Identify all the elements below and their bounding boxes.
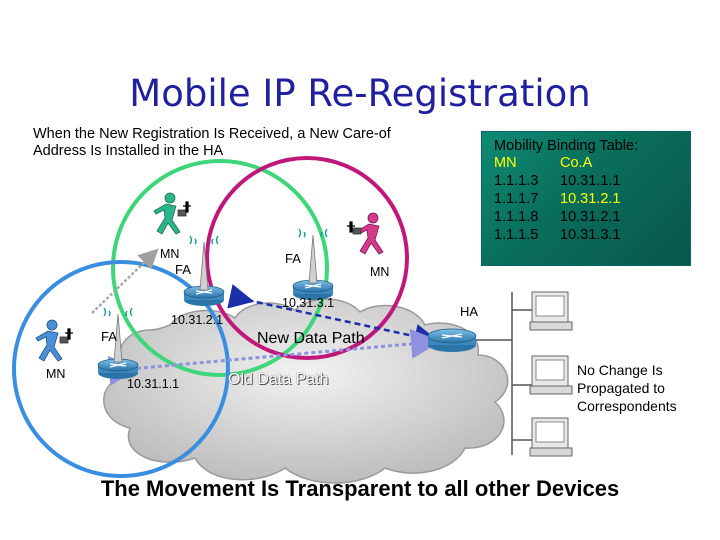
workstation-icon — [529, 417, 573, 457]
page-title: Mobile IP Re-Registration — [129, 72, 591, 115]
fa-left-label: FA — [101, 329, 117, 344]
table-cell: 1.1.1.3 — [494, 173, 539, 189]
binding-table-header: MN Co.A — [494, 155, 592, 171]
table-cell: 1.1.1.8 — [494, 209, 539, 225]
antenna-icon — [103, 307, 133, 363]
mn-green-label: MN — [160, 247, 180, 261]
antenna-icon — [189, 235, 219, 291]
header-coa: Co.A — [560, 155, 593, 171]
lan-bus — [476, 292, 532, 455]
binding-table-title: Mobility Binding Table: — [494, 138, 639, 154]
antenna-icon — [298, 228, 328, 284]
running-person-icon — [35, 319, 73, 362]
router-icon — [427, 328, 477, 352]
mn-magenta-label: MN — [370, 265, 390, 279]
running-person-icon — [153, 192, 191, 235]
old-data-path-label: Old Data Path — [228, 371, 329, 388]
table-cell: 10.31.2.1 — [560, 191, 621, 207]
no-change-note: No Change Is Propagated to Correspondent… — [577, 362, 677, 414]
table-cell: 10.31.1.1 — [560, 173, 621, 189]
table-cell: 10.31.3.1 — [560, 227, 621, 243]
magenta-address-label: 10.31.3.1 — [282, 296, 335, 310]
workstation-icon — [529, 291, 573, 331]
new-data-path-line — [227, 284, 440, 349]
new-data-path-label: New Data Path — [257, 330, 365, 347]
fa-magenta-label: FA — [285, 251, 301, 266]
blue-address-label: 10.31.1.1 — [127, 377, 180, 391]
ha-label: HA — [460, 304, 479, 319]
table-row: 1.1.1.5 10.31.3.1 — [494, 227, 620, 243]
router-icon — [97, 358, 139, 379]
mn-left-label: MN — [46, 367, 66, 381]
header-mn: MN — [494, 155, 517, 171]
footer-statement: The Movement Is Transparent to all other… — [100, 476, 620, 501]
table-row: 1.1.1.3 10.31.1.1 — [494, 173, 620, 189]
running-person-icon — [347, 212, 384, 255]
subtitle: When the New Registration Is Received, a… — [33, 126, 391, 159]
table-cell: 1.1.1.7 — [494, 191, 539, 207]
fa-green-label: FA — [175, 262, 191, 277]
table-cell: 10.31.2.1 — [560, 209, 621, 225]
binding-table: Mobility Binding Table: MN Co.A 1.1.1.3 10… — [481, 131, 691, 266]
old-data-path-line — [107, 328, 441, 386]
table-row: 1.1.1.7 10.31.2.1 — [494, 191, 620, 207]
table-cell: 1.1.1.5 — [494, 227, 539, 243]
workstation-icon — [529, 355, 573, 395]
green-address-label: 10.31.2.1 — [171, 313, 224, 327]
table-row: 1.1.1.8 10.31.2.1 — [494, 209, 620, 225]
